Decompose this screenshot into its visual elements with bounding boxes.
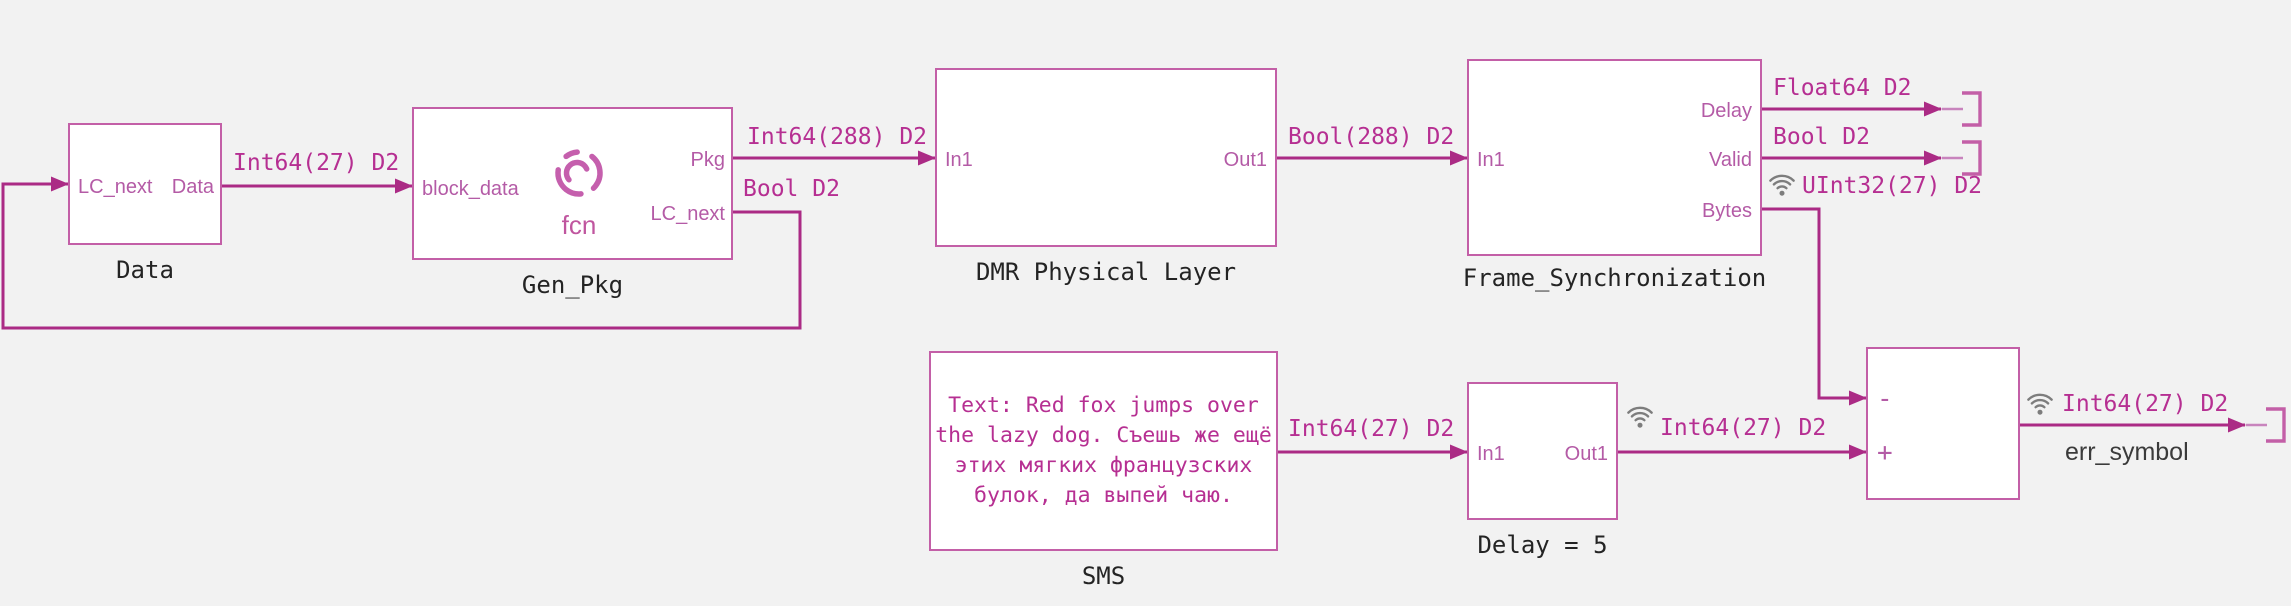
wire-bytes-to-sum[interactable] — [1762, 207, 1867, 406]
wire-lcnext-feedback[interactable] — [1, 176, 802, 330]
signal-label-data-out: Int64(27) D2 — [233, 151, 399, 175]
block-sum-subtract[interactable]: - + — [1866, 347, 2020, 500]
block-gen-pkg[interactable]: block_data Pkg LC_next fcn — [412, 107, 733, 260]
port-label-block-data: block_data — [422, 178, 519, 200]
fcn-swirl-icon — [555, 149, 603, 197]
signal-label-fs-valid: Bool D2 — [1773, 125, 1870, 149]
sms-text-line2: the lazy dog. Съешь же ещё — [935, 423, 1272, 448]
block-name-data[interactable]: Data — [116, 256, 174, 284]
port-label-delay-in1: In1 — [1477, 443, 1505, 465]
signal-label-text: Bool(288) D2 — [1288, 124, 1455, 150]
port-label-fs-bytes: Bytes — [1701, 200, 1752, 222]
port-label-fs-delay: Delay — [1700, 100, 1752, 122]
signal-label-text: Int64(27) D2 — [1288, 416, 1455, 442]
block-sms[interactable]: Text: Red fox jumps over the lazy dog. С… — [929, 351, 1278, 551]
block-dmr-physical-layer[interactable]: In1 Out1 — [935, 68, 1277, 247]
sms-text-line4: булок, да выпей чаю. — [974, 483, 1233, 508]
sms-text-line1: Text: Red fox jumps over — [948, 393, 1259, 418]
signal-label-pkg: Int64(288) D2 — [747, 125, 927, 149]
block-delay[interactable]: In1 Out1 — [1467, 382, 1618, 520]
terminator-block-err[interactable] — [2264, 407, 2286, 443]
block-name-gen-pkg[interactable]: Gen_Pkg — [521, 271, 624, 299]
port-label-pkg: Pkg — [690, 149, 725, 171]
block-name-frame-sync[interactable]: Frame_Synchronization — [1462, 264, 1767, 292]
signal-label-text: Int64(27) D2 — [233, 150, 400, 176]
port-label-delay-out1: Out1 — [1564, 443, 1608, 465]
block-data[interactable]: LC_next Data — [68, 123, 222, 245]
port-label-data: Data — [171, 176, 214, 198]
signal-label-dmr-out: Bool(288) D2 — [1288, 125, 1454, 149]
signal-label-lcnext-feedback: Bool D2 — [743, 177, 840, 201]
signal-label-text: Float64 D2 — [1773, 75, 1912, 101]
fcn-caption: fcn — [561, 210, 597, 240]
signal-label-text: Int64(27) D2 — [2062, 391, 2229, 417]
block-name-sms[interactable]: SMS — [1081, 562, 1126, 590]
matlab-function-icon-wrap: fcn — [542, 145, 616, 239]
port-label-lc-next: LC_next — [78, 176, 153, 198]
port-label-fs-valid: Valid — [1709, 149, 1752, 171]
signal-label-text: Int64(288) D2 — [747, 124, 928, 150]
sms-text: Text: Red fox jumps over the lazy dog. С… — [931, 353, 1276, 549]
sum-minus-sign: - — [1877, 384, 1893, 414]
signal-label-fs-bytes: UInt32(27) D2 — [1802, 174, 1982, 198]
signal-logging-icon — [1769, 174, 1795, 197]
signal-label-text: Bool D2 — [1773, 124, 1870, 150]
sms-text-line3: этих мягких французских — [954, 453, 1253, 478]
signal-label-text: Bool D2 — [743, 176, 840, 202]
signal-logging-icon — [1627, 406, 1653, 429]
signal-label-fs-delay: Float64 D2 — [1773, 76, 1911, 100]
signal-label-text: UInt32(27) D2 — [1802, 173, 1983, 199]
signal-label-err-type: Int64(27) D2 — [2062, 392, 2228, 416]
signal-label-sms-out: Int64(27) D2 — [1288, 417, 1454, 441]
block-frame-synchronization[interactable]: In1 Delay Valid Bytes — [1467, 59, 1762, 256]
terminator-block-valid[interactable] — [1960, 140, 1982, 176]
signal-label-text: Int64(27) D2 — [1660, 415, 1827, 441]
block-name-delay[interactable]: Delay = 5 — [1477, 531, 1608, 559]
port-label-out1: Out1 — [1223, 149, 1267, 171]
terminator-block-delay[interactable] — [1960, 91, 1982, 127]
port-label-lc-next-out: LC_next — [650, 203, 726, 225]
block-name-dmr[interactable]: DMR Physical Layer — [975, 258, 1237, 286]
signal-label-delay-out: Int64(27) D2 — [1660, 416, 1826, 440]
port-label-fs-in1: In1 — [1477, 149, 1505, 171]
port-label-in1: In1 — [945, 149, 973, 171]
sum-plus-sign: + — [1877, 438, 1893, 468]
signal-logging-icon — [2027, 393, 2053, 416]
signal-name-err-symbol[interactable]: err_symbol — [2065, 438, 2189, 466]
